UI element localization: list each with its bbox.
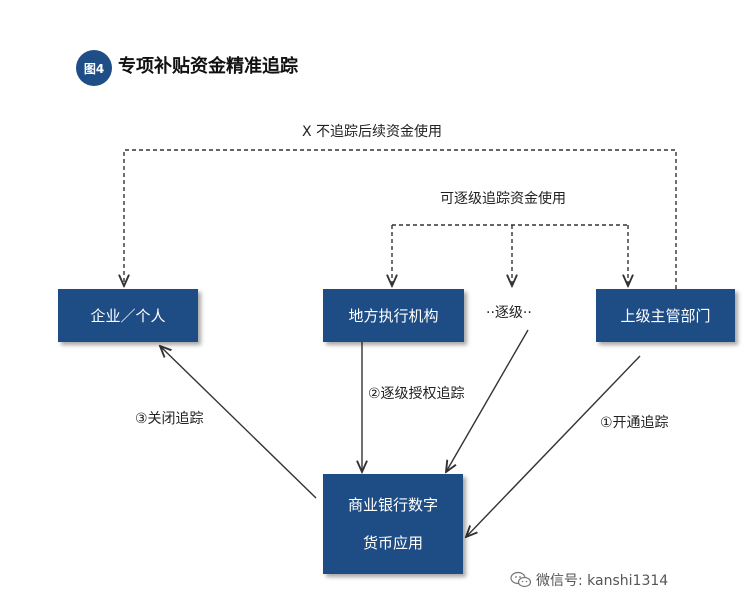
bank-label-line1: 商业银行数字	[347, 496, 438, 514]
label-step-by-step: ··逐级··	[486, 305, 532, 321]
watermark: 微信号: kanshi1314	[510, 570, 668, 590]
label-close-tracking: ③关闭追踪	[135, 411, 204, 427]
watermark-text: 微信号: kanshi1314	[536, 573, 669, 589]
node-local-agency: 地方执行机构	[323, 289, 464, 342]
label-step-auth: ②逐级授权追踪	[368, 386, 465, 402]
wechat-icon	[510, 571, 532, 588]
figure-title: 专项补贴资金精准追踪	[118, 56, 298, 77]
label-open-tracking: ①开通追踪	[600, 415, 669, 431]
no-tracking-connector	[124, 149, 677, 289]
close-tracking-arrow	[160, 346, 317, 499]
step-to-bank-arrow	[446, 329, 529, 472]
bank-label-line2: 货币应用	[362, 534, 423, 552]
label-no-tracking: X 不追踪后续资金使用	[302, 124, 443, 140]
open-tracking-arrow	[466, 355, 641, 537]
node-enterprise: 企业／个人	[58, 289, 198, 342]
node-superior-dept: 上级主管部门	[596, 289, 735, 342]
node-bank-digital-currency: 商业银行数字 货币应用	[323, 474, 463, 574]
figure-badge: 图4	[76, 50, 112, 86]
label-can-track: 可逐级追踪资金使用	[440, 191, 566, 207]
